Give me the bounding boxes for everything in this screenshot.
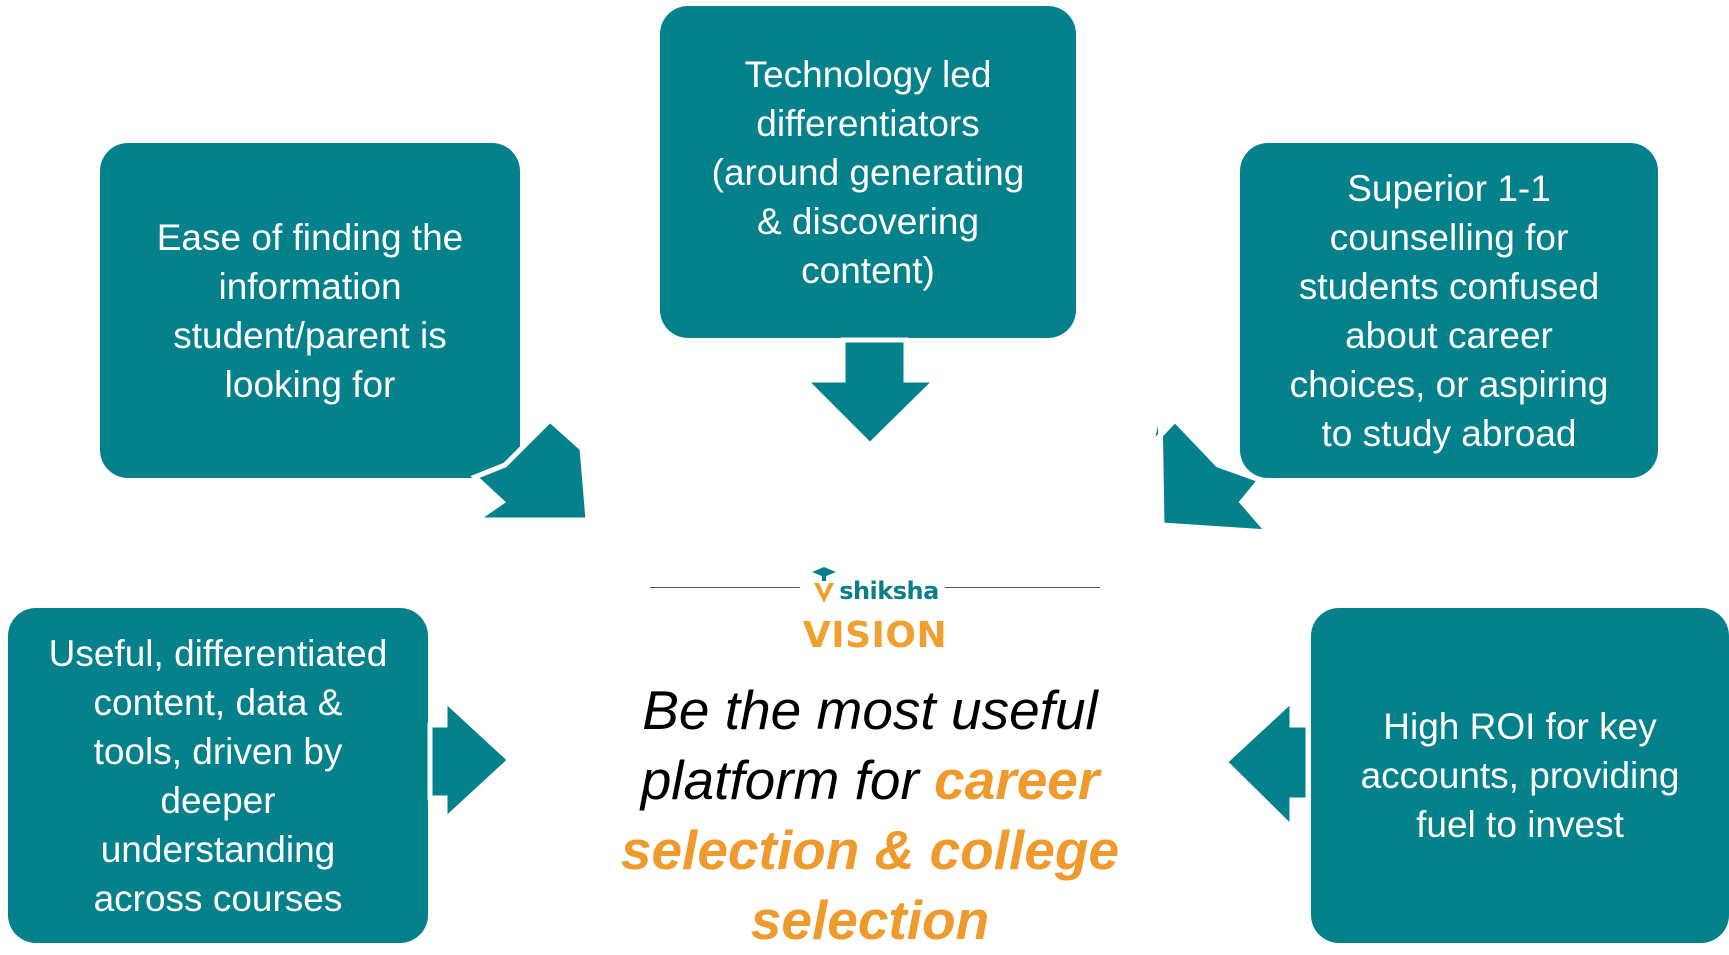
box-ease-of-finding: Ease of finding the information student/…	[100, 143, 520, 478]
box-ease-text: Ease of finding the information student/…	[156, 216, 464, 405]
box-useful-content: Useful, differentiated content, data & t…	[8, 608, 428, 943]
vision-statement: Be the most useful platform for career s…	[580, 675, 1160, 955]
logo-brand-text: shiksha	[839, 577, 939, 605]
arrow-left-bottom-right	[1221, 694, 1311, 834]
box-technology-text: Technology led differentiators (around g…	[711, 53, 1025, 291]
shiksha-logo: shiksha	[805, 565, 945, 605]
divider-left	[650, 587, 800, 588]
statement-text: Be the most useful platform for	[640, 679, 1098, 811]
box-high-roi-text: High ROI for key accounts, providing fue…	[1360, 706, 1680, 845]
vision-header: shiksha VISION	[640, 545, 1110, 656]
arrow-right-bottom-left	[427, 694, 514, 826]
vision-label: VISION	[802, 615, 948, 656]
arrow-down-top	[798, 337, 943, 449]
box-technology-differentiators: Technology led differentiators (around g…	[660, 6, 1076, 338]
statement-highlight-career: career selection	[620, 749, 1100, 881]
box-high-roi: High ROI for key accounts, providing fue…	[1311, 608, 1729, 943]
arrow-down-right-left	[467, 399, 591, 523]
arrow-down-left-right	[1146, 404, 1274, 535]
statement-connector: &	[859, 819, 930, 881]
divider-right	[945, 587, 1100, 588]
box-counselling-text: Superior 1-1 counselling for students co…	[1289, 167, 1609, 454]
box-counselling: Superior 1-1 counselling for students co…	[1240, 143, 1658, 478]
box-useful-content-text: Useful, differentiated content, data & t…	[48, 632, 388, 919]
statement-highlight-college: college selection	[750, 819, 1120, 951]
graduate-cap-icon	[812, 567, 837, 603]
